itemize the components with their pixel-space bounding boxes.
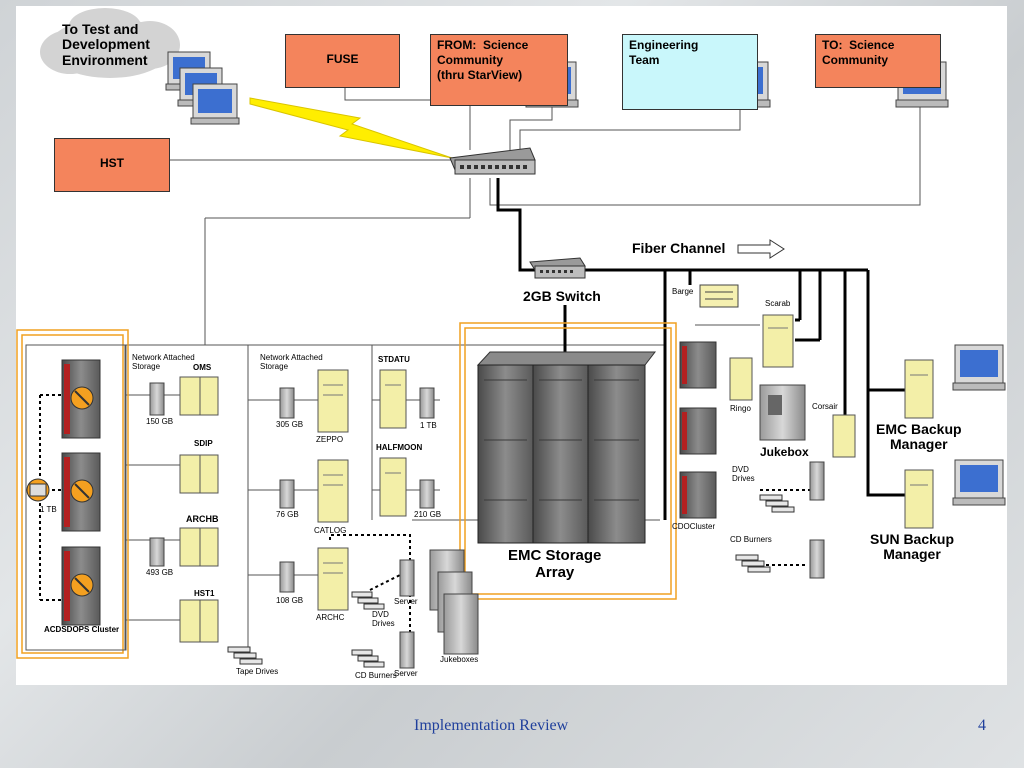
archc-label: ARCHC [316, 613, 345, 622]
nas-left-disk1: 150 GB [146, 417, 174, 426]
footer-title: Implementation Review [414, 717, 569, 734]
nas-left-disk2: 493 GB [146, 568, 174, 577]
fiber-lines [496, 178, 905, 520]
stdatu-disk-label: 1 TB [420, 421, 437, 430]
corsair-label: Corsair [812, 402, 838, 411]
jukebox-icon [759, 384, 806, 441]
dvd-right-label: DVD Drives [732, 465, 755, 483]
disk-unit-icons [149, 382, 435, 593]
nas-mid-disk1: 305 GB [276, 420, 304, 429]
nas-mid-header: Network Attached Storage [260, 353, 323, 371]
fiber-channel-label: Fiber Channel [632, 240, 726, 256]
wireless-bolt-icon [249, 97, 453, 159]
engineering-box: Engineering Team [622, 34, 758, 110]
server1-label: Server [394, 597, 418, 606]
cluster-rack-icons [26, 359, 101, 626]
server-icons [179, 314, 934, 643]
archb-label: ARCHB [186, 514, 219, 524]
barge-switch-icon [699, 284, 739, 308]
cdo-cluster-label: CDOCluster [672, 522, 716, 531]
cdo-cluster-icons [679, 341, 717, 519]
emc-backup-label: EMC Backup Manager [876, 421, 962, 453]
server2-label: Server [394, 669, 418, 678]
cluster-disk-label: 1 TB [40, 505, 57, 514]
page-number: 4 [978, 717, 986, 734]
from-science-box: FROM: Science Community (thru StarView) [430, 34, 568, 106]
jukebox-label: Jukebox [760, 445, 809, 459]
cluster-label: ACDSDOPS Cluster [44, 625, 120, 634]
emc-label: EMC Storage Array [508, 547, 602, 581]
zeppo-label: ZEPPO [316, 435, 344, 444]
scarab-label: Scarab [765, 299, 791, 308]
nas-mid-disk2: 76 GB [276, 510, 299, 519]
test-env-label: To Test and Development Environment [62, 21, 150, 68]
cd-right-label: CD Burners [730, 535, 772, 544]
network-hub-icon [449, 147, 536, 175]
oms-label: OMS [193, 363, 212, 372]
gray-server-icons [399, 461, 825, 669]
catlog-label: CATLOG [314, 526, 347, 535]
cloud-icon [40, 8, 180, 78]
fuse-box: FUSE [285, 34, 400, 88]
nas-mid-disk3: 108 GB [276, 596, 304, 605]
hst1-label: HST1 [194, 589, 215, 598]
network-lines [26, 88, 921, 650]
jukeboxes-icon [429, 549, 479, 655]
cluster-frame [25, 344, 127, 651]
highlight-frames [16, 322, 677, 659]
dvd-left-label: DVD Drives [372, 610, 395, 628]
emc-storage-icon [476, 351, 657, 544]
tape-drives-label: Tape Drives [236, 667, 279, 676]
to-science-box: TO: Science Community [815, 34, 941, 88]
hst-box: HST [54, 138, 170, 192]
sdip-label: SDIP [194, 439, 213, 448]
halfmoon-disk-label: 210 GB [414, 510, 442, 519]
jukeboxes-label: Jukeboxes [440, 655, 479, 664]
fiber-arrow-icon [737, 239, 785, 259]
sun-backup-label: SUN Backup Manager [870, 531, 955, 563]
nas-left-header: Network Attached Storage [132, 353, 195, 371]
san-switch-icon [529, 257, 586, 279]
barge-label: Barge [672, 287, 694, 296]
stdatu-label: STDATU [378, 355, 410, 364]
media-drive-icons [227, 494, 795, 668]
halfmoon-label: HALFMOON [376, 443, 423, 452]
ringo-label: Ringo [730, 404, 751, 413]
cd-left-label: CD Burners [355, 671, 397, 680]
switch-label: 2GB Switch [523, 288, 601, 304]
